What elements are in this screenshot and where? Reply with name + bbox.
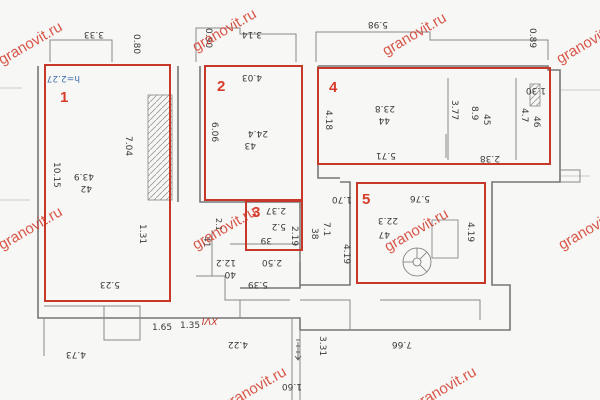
dim-1-35: 1.35	[180, 321, 200, 331]
room-1-area: 43.9	[74, 171, 94, 181]
exit-stair-icon	[294, 339, 302, 361]
room-3-number: 39	[260, 235, 272, 245]
dim-1-65: 1.65	[152, 323, 172, 333]
room-5-dim-a: 5.76	[410, 193, 430, 203]
stairwell-hatch	[147, 94, 173, 201]
dim-0-90: 0.90	[203, 28, 213, 48]
room-outlines	[44, 64, 551, 302]
dim-7-66: 7.66	[392, 339, 412, 349]
watermark: granovit.ru	[190, 203, 260, 253]
room-40-number: 40	[224, 269, 236, 279]
room-5-label: 5	[362, 191, 370, 208]
room-2-dim-b: 6.06	[209, 122, 219, 142]
room-2-area: 24.4	[248, 128, 268, 138]
spiral-stair-icon	[402, 219, 459, 277]
other-dimensions: 3.33 0.80 0.90 3.14 5.98 0.89 1.70 7.1 3…	[66, 19, 537, 391]
dim-7-1: 7.1	[321, 222, 331, 236]
room-40-area: 12.2	[216, 257, 236, 267]
dim-2-1: 2.1	[214, 218, 223, 231]
room-1-dim-d: 5.23	[100, 279, 120, 289]
room-4-dim-c: 3.77	[449, 100, 459, 120]
room-2-dim-a: 4.03	[242, 72, 262, 82]
room-5-number: 47	[379, 229, 390, 239]
room-1-dim-b: 10.15	[51, 162, 61, 188]
room-4-dim-d: 2.38	[480, 153, 500, 163]
dim-3-33: 3.33	[84, 29, 104, 39]
room-5-area: 22.3	[378, 215, 398, 225]
room-1-outline	[44, 64, 171, 302]
room-4-number: 44	[378, 115, 390, 125]
dim-1-70: 1.70	[332, 194, 352, 204]
dim-1-60: 1.60	[282, 381, 302, 391]
room-1-number: 42	[81, 183, 92, 193]
room-4-area: 23.8	[375, 103, 395, 113]
dim-3-14: 3.14	[242, 29, 262, 39]
watermark: granovit.ru	[380, 9, 450, 59]
dim-3-31: 3.31	[317, 336, 327, 356]
dim-5-39: 5.39	[248, 279, 268, 289]
room-4-outline	[317, 67, 551, 165]
room-2-label: 2	[217, 78, 225, 95]
room-4-sub-b-number: 46	[531, 116, 541, 128]
room-4-sub-b-area: 4.7	[519, 108, 529, 122]
room-2-number: 43	[245, 140, 256, 150]
room-4-dim-a: 4.18	[323, 110, 333, 130]
dim-2-50: 2.50	[262, 257, 282, 267]
room-3-area: 5.2	[272, 221, 286, 231]
room-4-sub-a-number: 45	[481, 114, 491, 125]
room-1-dim-c: 1.31	[137, 224, 147, 244]
room-4-label: 4	[329, 79, 338, 96]
dim-4-19-b: 4.19	[341, 244, 351, 264]
watermark: granovit.ru	[220, 363, 290, 400]
room-1-label: 1	[60, 89, 68, 106]
room-5-outline	[356, 182, 486, 284]
watermark: granovit.ru	[0, 203, 65, 253]
dim-0-89: 0.89	[527, 28, 537, 48]
watermark: granovit.ru	[554, 17, 600, 67]
room-4-dim-b: 5.71	[376, 150, 396, 160]
room-5-dim-b: 4.19	[465, 222, 475, 242]
label-38: 38	[309, 228, 319, 240]
dim-0-80: 0.80	[131, 34, 141, 54]
room-4-sub-a-area: 8.9	[469, 106, 479, 121]
room-3-outline	[245, 200, 303, 251]
room-3-dim-a: 2.37	[266, 205, 286, 215]
watermark: granovit.ru	[556, 203, 600, 253]
watermark: granovit.ru	[410, 363, 480, 400]
room-4-dim-e: 1.30	[526, 85, 546, 95]
background-lines	[0, 87, 600, 201]
watermark: granovit.ru	[0, 18, 65, 68]
label-41: 41	[201, 236, 211, 247]
roman-numeral-label: XVI	[202, 315, 219, 326]
dim-4-73: 4.73	[66, 349, 86, 359]
room-3-label: 3	[252, 204, 260, 221]
room-1-height-note: h=2.27	[47, 73, 80, 83]
dim-5-98: 5.98	[368, 19, 388, 29]
dim-4-22: 4.22	[228, 339, 248, 349]
room-1-dim-a: 7.04	[123, 136, 133, 156]
room-3-dim-b: 2.19	[289, 226, 299, 246]
building-walls	[37, 27, 581, 400]
small-hatch	[529, 83, 541, 107]
